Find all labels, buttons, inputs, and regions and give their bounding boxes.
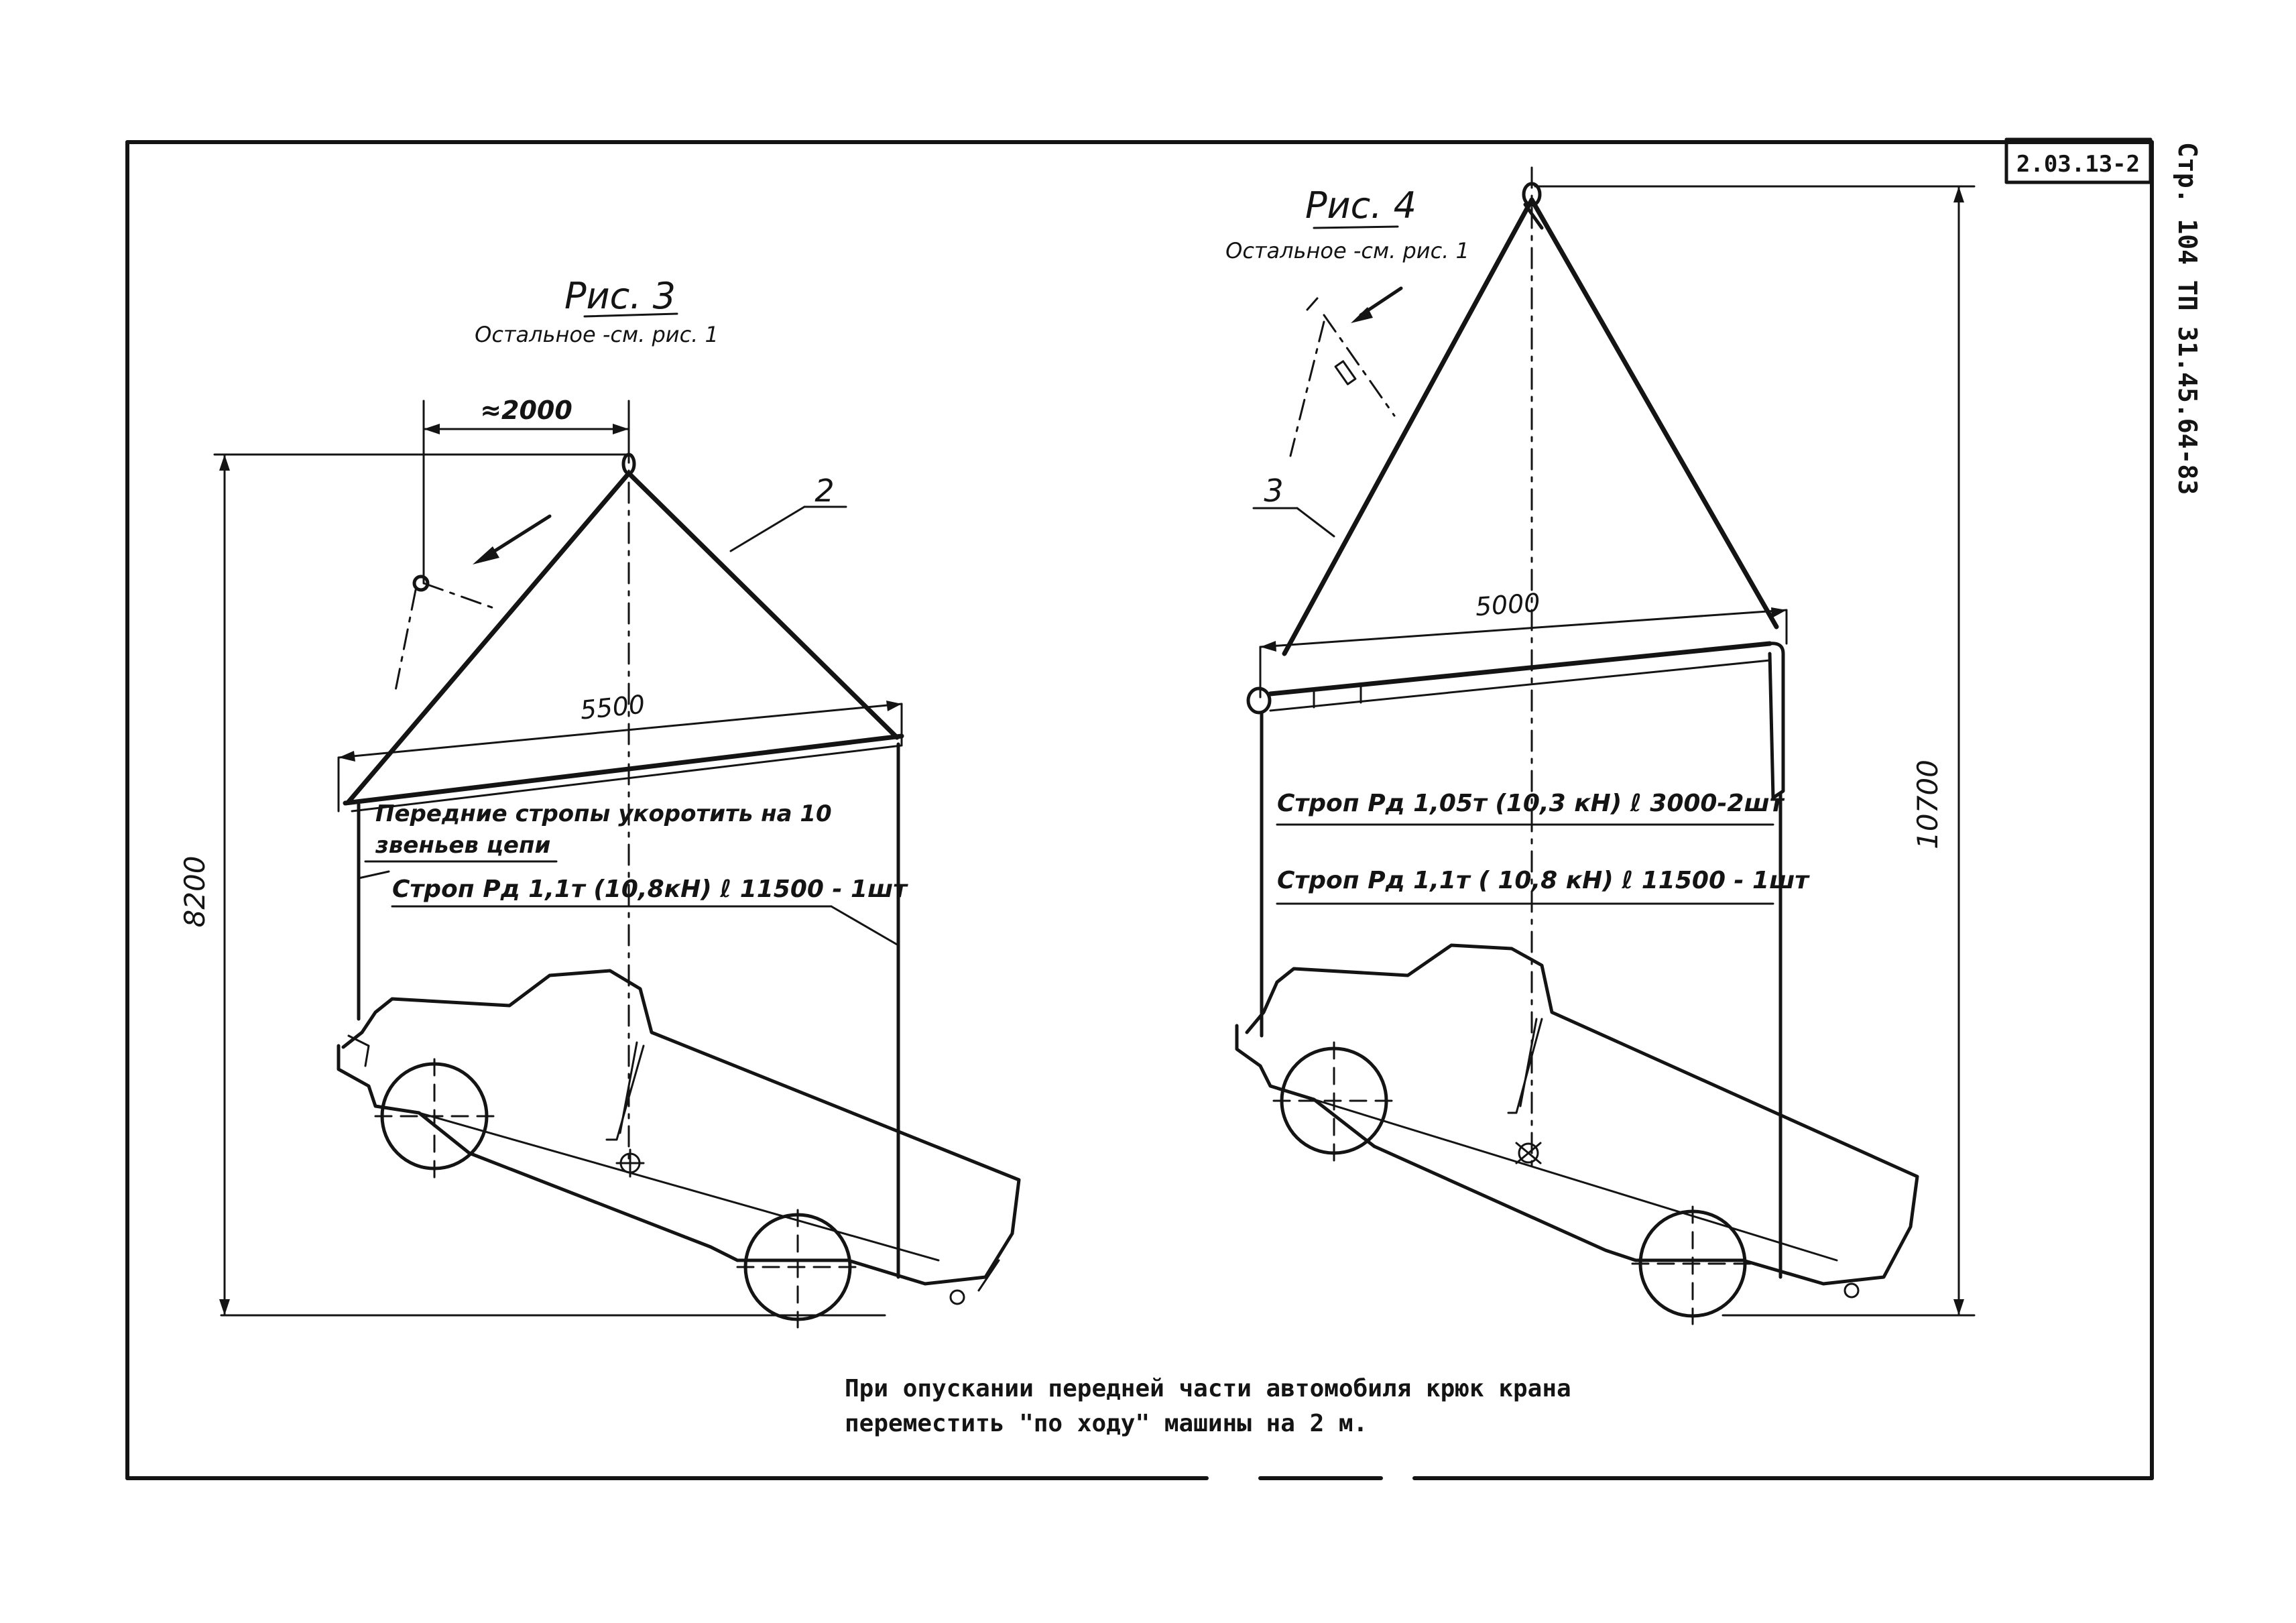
figure-3-subtitle: Остальное -см. рис. 1 [475,322,719,347]
figure-4-sling-short: Строп Рд 1,05т (10,3 кН) ℓ 3000-2шт [1277,790,1785,817]
figure-4: Рис. 4 Остальное -см. рис. 1 10700 3 [1225,166,1976,1325]
figure-3-dim-top: ≈2000 [480,396,572,425]
sheet-code: 2.03.13-2 [2016,151,2140,178]
figure-4-dim-width: 5000 [1474,588,1541,622]
figure-4-subtitle: Остальное -см. рис. 1 [1225,238,1469,263]
figure-3: Рис. 3 Остальное -см. рис. 1 ≈2000 8200 … [178,275,1021,1329]
truck-fig3 [337,969,1021,1329]
figure-3-dim-width: 5500 [579,690,646,725]
figure-3-dim-height: 8200 [178,856,211,928]
figure-3-title: Рис. 3 [564,275,676,317]
figure-3-note-line1: Передние стропы укоротить на 10 [375,800,832,827]
footer-note: При опускании передней части автомобиля … [845,1375,1571,1437]
figure-4-title: Рис. 4 [1305,184,1416,227]
figure-4-dim-height: 10700 [1911,760,1944,849]
figure-3-note-line2: звеньев цепи [375,832,550,859]
truck-fig4 [1235,943,1919,1325]
footer-line2: переместить "по ходу" машины на 2 м. [845,1410,1368,1437]
sheet-side-label: Стр. 104 ТП 31.45.64-83 [2173,142,2202,495]
figure-3-sling: Строп Рд 1,1т (10,8кН) ℓ 11500 - 1шт [392,876,908,903]
figure-3-callout: 2 [814,473,834,509]
figure-4-sling-long: Строп Рд 1,1т ( 10,8 кН) ℓ 11500 - 1шт [1277,867,1810,894]
footer-line1: При опускании передней части автомобиля … [845,1375,1571,1402]
sheet-frame [125,140,2154,1480]
sheet-code-box: 2.03.13-2 [2004,137,2153,184]
figure-4-callout: 3 [1264,473,1283,509]
